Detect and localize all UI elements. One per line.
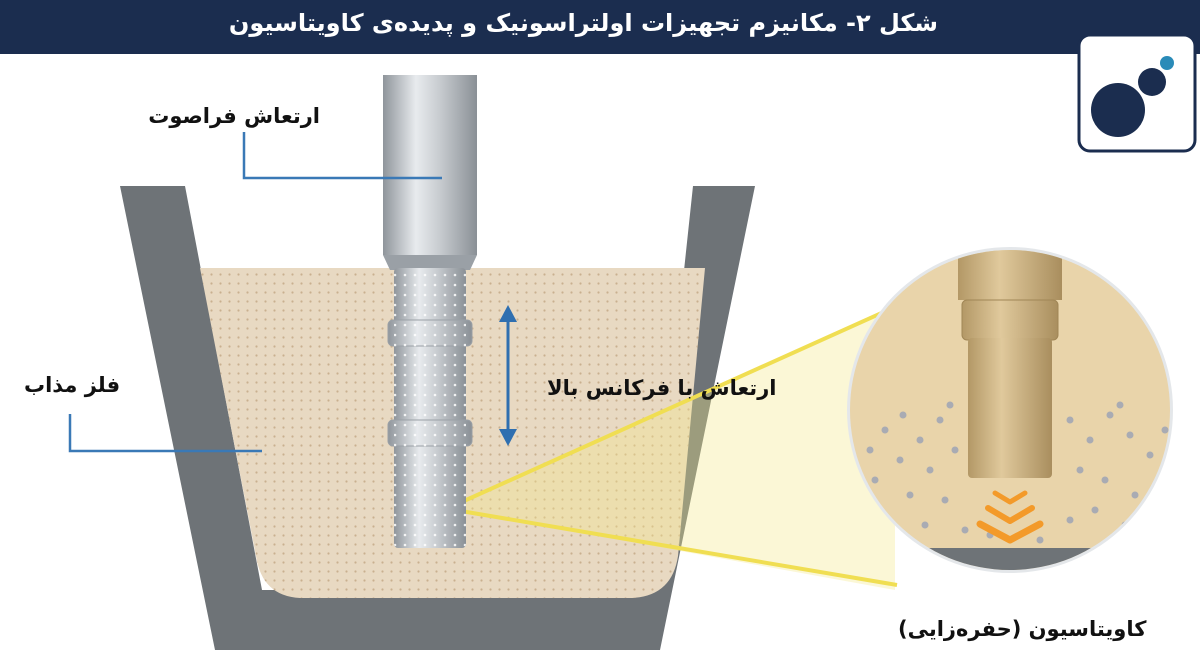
vibration-arrow-icon bbox=[499, 305, 517, 446]
figure-title: شکل ۲- مکانیزم تجهیزات اولتراسونیک و پدی… bbox=[228, 9, 938, 37]
title-bar: شکل ۲- مکانیزم تجهیزات اولتراسونیک و پدی… bbox=[0, 0, 1200, 54]
zoom-beam bbox=[454, 304, 898, 590]
leader-lines bbox=[68, 132, 442, 453]
ultrasonic-probe bbox=[383, 75, 477, 548]
ultrasonic-vibration-label: ارتعاش فراصوت bbox=[148, 104, 320, 128]
cavitation-inset bbox=[847, 247, 1173, 573]
logo bbox=[1077, 33, 1197, 153]
crucible bbox=[120, 186, 755, 650]
high-frequency-vibration-label: ارتعاش با فرکانس بالا bbox=[547, 376, 777, 400]
cavitation-chevrons-icon bbox=[976, 490, 1044, 544]
molten-metal-label: فلز مذاب bbox=[24, 373, 121, 397]
cavitation-label: کاویتاسیون (حفره‌زایی) bbox=[898, 617, 1147, 641]
